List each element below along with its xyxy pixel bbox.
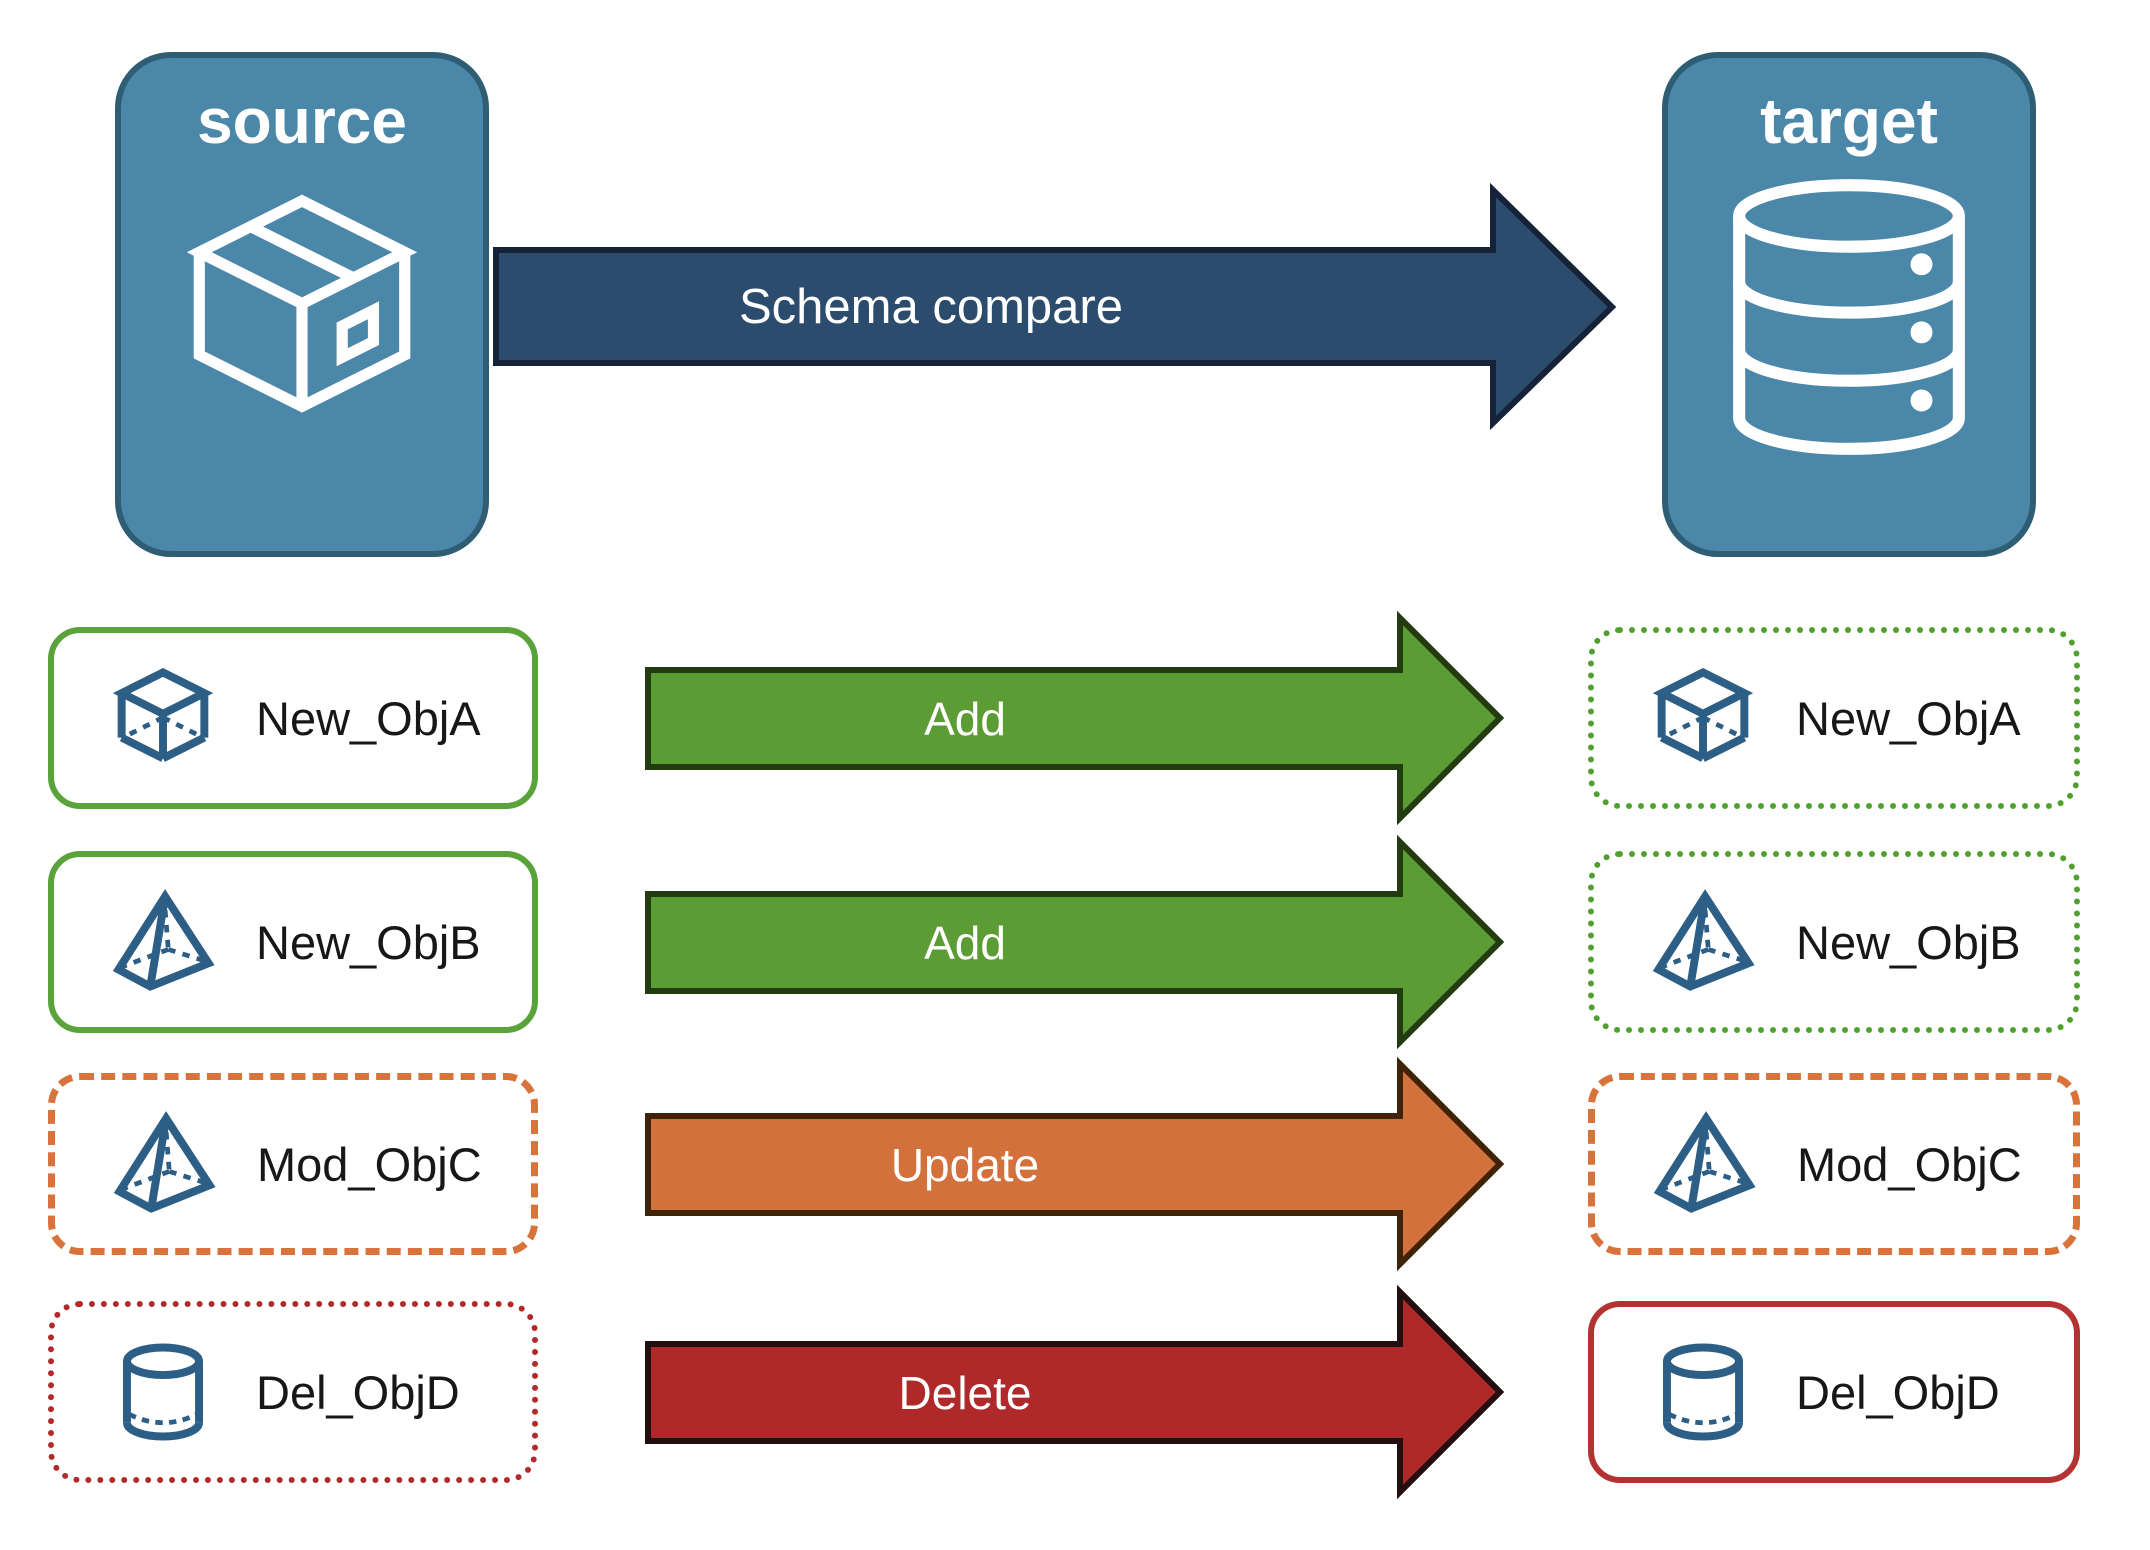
- pyramid-icon-svg: [1651, 1111, 1757, 1217]
- object-name: New_ObjA: [1796, 691, 2021, 745]
- update-arrow-shape: [645, 1056, 1505, 1272]
- delete-arrow-shape: [645, 1284, 1505, 1500]
- object-name: Del_ObjD: [256, 1365, 460, 1419]
- pyramid-icon: [110, 889, 216, 995]
- add-arrow-shape: [645, 834, 1505, 1050]
- database-icon-svg: [1715, 172, 1983, 462]
- object-name: New_ObjA: [256, 691, 481, 745]
- package-icon: [168, 172, 436, 462]
- source-object-card-mod-objc: Mod_ObjC: [48, 1073, 538, 1255]
- action-label: Delete: [899, 1367, 1032, 1419]
- pyramid-icon: [1650, 889, 1756, 995]
- cylinder-icon-svg: [110, 1339, 216, 1445]
- add-arrow: Add: [645, 610, 1505, 826]
- object-name: New_ObjB: [1796, 915, 2021, 969]
- add-arrow: Add: [645, 834, 1505, 1050]
- pyramid-icon-svg: [110, 889, 216, 995]
- source-node: source: [115, 52, 489, 557]
- pyramid-icon-svg: [1650, 889, 1756, 995]
- action-label: Add: [924, 693, 1006, 745]
- database-icon: [1715, 172, 1983, 462]
- update-arrow: Update: [645, 1056, 1505, 1272]
- package-icon-svg: [168, 172, 436, 462]
- cube-icon-svg: [110, 665, 216, 771]
- action-label: Add: [924, 917, 1006, 969]
- source-object-card-del-objd: Del_ObjD: [48, 1301, 538, 1483]
- cylinder-icon-svg: [1650, 1339, 1756, 1445]
- cylinder-icon: [1650, 1339, 1756, 1445]
- cube-icon: [1650, 665, 1756, 771]
- target-object-card-mod-objc: Mod_ObjC: [1588, 1073, 2080, 1255]
- schema-compare-label: Schema compare: [739, 280, 1123, 334]
- object-name: Mod_ObjC: [257, 1137, 482, 1191]
- action-label: Update: [891, 1139, 1039, 1191]
- target-label: target: [1760, 85, 1938, 157]
- cube-icon-svg: [1650, 665, 1756, 771]
- pyramid-icon-svg: [111, 1111, 217, 1217]
- schema-compare-arrow: Schema compare: [493, 182, 1617, 431]
- object-name: Mod_ObjC: [1797, 1137, 2022, 1191]
- delete-arrow: Delete: [645, 1284, 1505, 1500]
- source-object-card-new-obja: New_ObjA: [48, 627, 538, 809]
- source-object-card-new-objb: New_ObjB: [48, 851, 538, 1033]
- pyramid-icon: [1651, 1111, 1757, 1217]
- target-object-card-del-objd: Del_ObjD: [1588, 1301, 2080, 1483]
- source-label: source: [197, 85, 407, 157]
- target-object-card-new-objb: New_ObjB: [1588, 851, 2080, 1033]
- pyramid-icon: [111, 1111, 217, 1217]
- target-node: target: [1662, 52, 2036, 557]
- cylinder-icon: [110, 1339, 216, 1445]
- target-object-card-new-obja: New_ObjA: [1588, 627, 2080, 809]
- add-arrow-shape: [645, 610, 1505, 826]
- cube-icon: [110, 665, 216, 771]
- object-name: New_ObjB: [256, 915, 481, 969]
- object-name: Del_ObjD: [1796, 1365, 2000, 1419]
- schema-compare-arrow-shape: [493, 182, 1617, 431]
